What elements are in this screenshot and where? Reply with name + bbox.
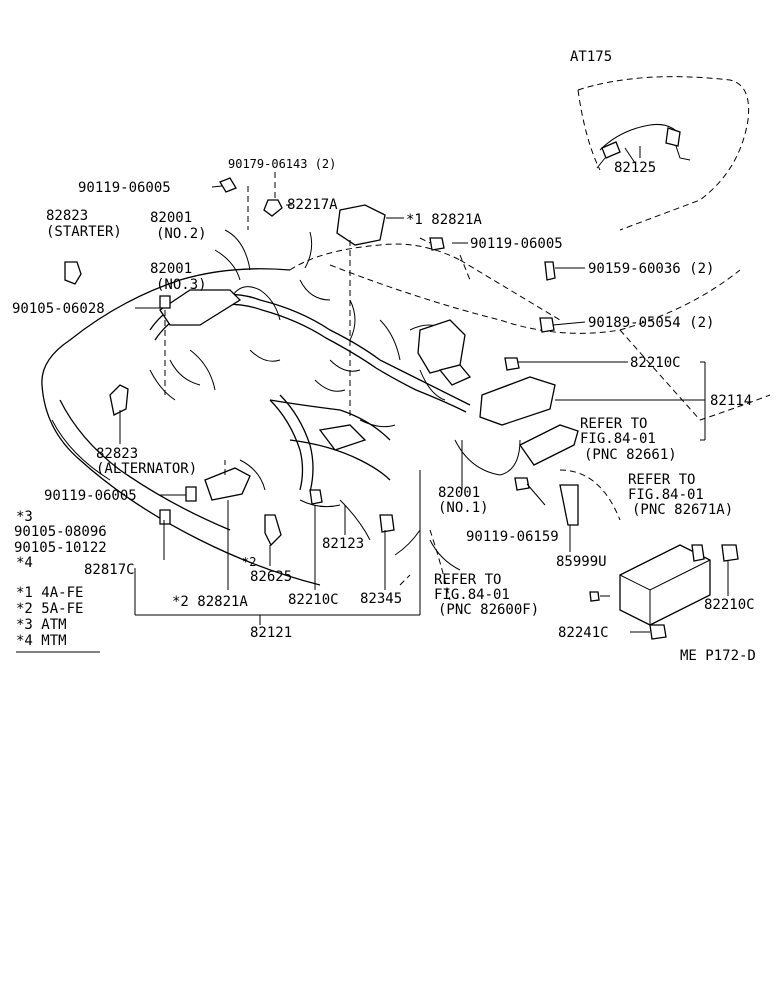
label-90105-10122: 90105-10122 <box>14 540 107 556</box>
legend-item: *3 ATM <box>16 617 67 633</box>
label-refer2-b: FIG.84-01 <box>628 487 704 503</box>
leader-lines <box>119 146 729 633</box>
legend-item: *4 MTM <box>16 633 67 649</box>
label-90159-60036: 90159-60036 (2) <box>588 261 714 277</box>
label-star3: *3 <box>16 509 33 525</box>
label-90119-06159: 90119-06159 <box>466 529 559 545</box>
label-diagram-code: ME P172-D <box>680 648 756 664</box>
inset-at175 <box>577 76 750 231</box>
label-82241c: 82241C <box>558 625 609 641</box>
legend-item: *2 5A-FE <box>16 601 83 617</box>
wiring-harness <box>149 229 521 541</box>
label-82121: 82121 <box>250 625 292 641</box>
label-82345: 82345 <box>360 591 402 607</box>
label-90189-05054: 90189-05054 (2) <box>588 315 714 331</box>
label-90105-08096: 90105-08096 <box>14 524 107 540</box>
label-82114: 82114 <box>710 393 752 409</box>
label-90119-06005-b: 90119-06005 <box>470 236 563 252</box>
label-82817c: 82817C <box>84 562 135 578</box>
label-90119-06005-a: 90119-06005 <box>78 180 171 196</box>
label-star4: *4 <box>16 555 33 571</box>
label-refer3-a: REFER TO <box>434 572 501 588</box>
label-82001-no1: 82001 <box>438 485 480 501</box>
label-refer2-a: REFER TO <box>628 472 695 488</box>
label-at175: AT175 <box>570 49 612 65</box>
label-82625: 82625 <box>250 569 292 585</box>
label-82821a-top: *1 82821A <box>406 212 482 228</box>
label-90105-06028: 90105-06028 <box>12 301 105 317</box>
label-82210c-a: 82210C <box>630 355 681 371</box>
legend-item: *1 4A-FE <box>16 585 83 601</box>
label-refer3-c: (PNC 82600F) <box>438 602 539 618</box>
label-refer2-c: (PNC 82671A) <box>632 502 733 518</box>
label-refer3-b: FIG.84-01 <box>434 587 510 603</box>
label-82821a-bot: *2 82821A <box>172 594 248 610</box>
label-star2-small: *2 <box>242 555 256 569</box>
label-refer1-c: (PNC 82661) <box>584 447 677 463</box>
label-82001-no2: 82001 <box>150 210 192 226</box>
label-82001-no3: 82001 <box>150 261 192 277</box>
engine-legend: *1 4A-FE *2 5A-FE *3 ATM *4 MTM <box>16 585 100 653</box>
label-no3: (NO.3) <box>156 277 207 293</box>
label-82125: 82125 <box>614 160 656 176</box>
label-82823-alternator: 82823 <box>96 446 138 462</box>
label-82123: 82123 <box>322 536 364 552</box>
label-82823-starter: 82823 <box>46 208 88 224</box>
part-labels: AT175 82125 90179-06143 (2) 90119-06005 … <box>12 49 756 664</box>
label-alternator: (ALTERNATOR) <box>96 461 197 477</box>
label-starter: (STARTER) <box>46 224 122 240</box>
label-82217a: 82217A <box>287 197 338 213</box>
label-90179-06143: 90179-06143 (2) <box>228 157 336 171</box>
label-82210c-c: 82210C <box>704 597 755 613</box>
label-90119-06005-c: 90119-06005 <box>44 488 137 504</box>
label-refer1-b: FIG.84-01 <box>580 431 656 447</box>
harness-components <box>64 177 739 640</box>
engine-outline <box>41 243 771 601</box>
label-85999u: 85999U <box>556 554 607 570</box>
label-82210c-b: 82210C <box>288 592 339 608</box>
label-no1: (NO.1) <box>438 500 489 516</box>
label-refer1-a: REFER TO <box>580 416 647 432</box>
label-no2: (NO.2) <box>156 226 207 242</box>
